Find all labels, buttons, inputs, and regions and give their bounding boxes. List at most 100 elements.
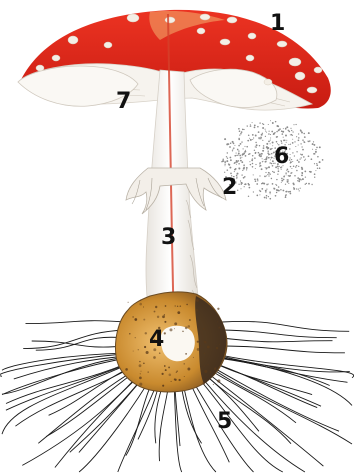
spore-dot [283,137,284,138]
spore-dot [276,131,277,132]
spore-dot [285,128,287,130]
spore-dot [254,157,256,159]
spore-dot [259,122,260,123]
spore-dot [263,124,264,125]
spore-dot [314,153,315,154]
spore-dot [305,159,306,160]
label-volva: 4 [149,327,164,352]
spore-dot [240,133,242,135]
volva-speckle [164,314,165,315]
spore-dot [248,183,250,185]
spore-dot [269,154,270,155]
volva-speckle [214,368,216,370]
spore-dot [292,161,293,162]
spore-dot [266,132,267,133]
spore-dot [225,165,226,166]
spore-dot [322,159,324,161]
volva-speckle [177,311,180,314]
volva-speckle [168,366,170,368]
spore-dot [245,155,247,157]
volva-speckle [145,332,147,334]
spore-dot [302,139,304,141]
spore-dot [268,196,269,197]
spore-dot [241,183,242,184]
spore-dot [293,184,295,186]
spore-dot [314,163,315,164]
spore-dot [269,198,271,200]
spore-dot [240,143,242,145]
spore-dot [301,168,303,170]
spore-dot [275,195,277,197]
spore-dot [301,154,303,156]
volva-speckle [139,364,142,367]
volva-speckle [140,373,141,374]
spore-dot [263,183,265,185]
hypha-strand [2,356,135,394]
volva-speckle [132,316,133,317]
spore-dot [290,162,291,163]
spore-dot [240,188,241,189]
spore-dot [264,159,265,160]
spore-dot [272,122,274,124]
spore-dot [227,169,229,171]
spore-dot [255,135,257,137]
spore-dot [243,164,245,166]
spore-dot [291,134,293,136]
spore-dot [285,172,287,174]
volva-speckle [164,321,166,323]
volva-speckle [140,300,141,301]
spore-dot [243,177,245,179]
spore-dot [291,159,292,160]
spore-dot [297,180,298,181]
spore-dot [250,125,252,127]
spore-dot [232,149,233,150]
spore-dot [294,141,295,142]
spore-dot [268,175,269,176]
spore-dot [256,144,258,146]
volva-speckle [184,363,185,364]
volva-speckle [140,371,141,372]
volva-speckle [217,308,219,310]
spore-dot [252,160,253,161]
volva-speckle [217,321,218,322]
volva-speckle [213,384,214,385]
spore-dot [241,141,242,142]
spore-dot [266,184,268,186]
spore-dot [259,155,261,157]
spore-dot [265,158,267,160]
spore-dot [252,155,253,156]
spore-dot [265,136,266,137]
volva-speckle [174,322,177,325]
spore-dot [228,163,229,164]
hypha-strand [222,321,349,331]
spore-dot [293,187,294,188]
spore-dot [292,152,293,153]
spore-dot [281,141,282,142]
spore-dot [269,131,270,132]
spore-dot [282,131,284,133]
volva-speckle [178,379,180,381]
spore-dot [277,189,279,191]
spore-dot [303,156,305,158]
volva-speckle [165,305,167,307]
spore-dot [315,170,316,171]
spore-dot [236,153,237,154]
spore-dot [275,121,277,123]
spore-dot [266,175,267,176]
volva-speckle [196,299,199,302]
spore-dot [283,128,284,129]
spore-dot [276,192,277,193]
spore-dot [270,140,271,141]
spore-dot [228,143,230,145]
spore-dot [295,166,296,167]
spore-dot [282,133,284,135]
spore-dot [254,179,256,181]
volva-speckle [174,378,176,380]
spore-dot [271,153,273,155]
spore-dot [308,132,310,134]
spore-dot [276,136,278,138]
spore-dot [267,151,268,152]
label-ring: 2 [222,175,237,200]
spore-dot [290,193,292,195]
volva-speckle [169,374,172,377]
